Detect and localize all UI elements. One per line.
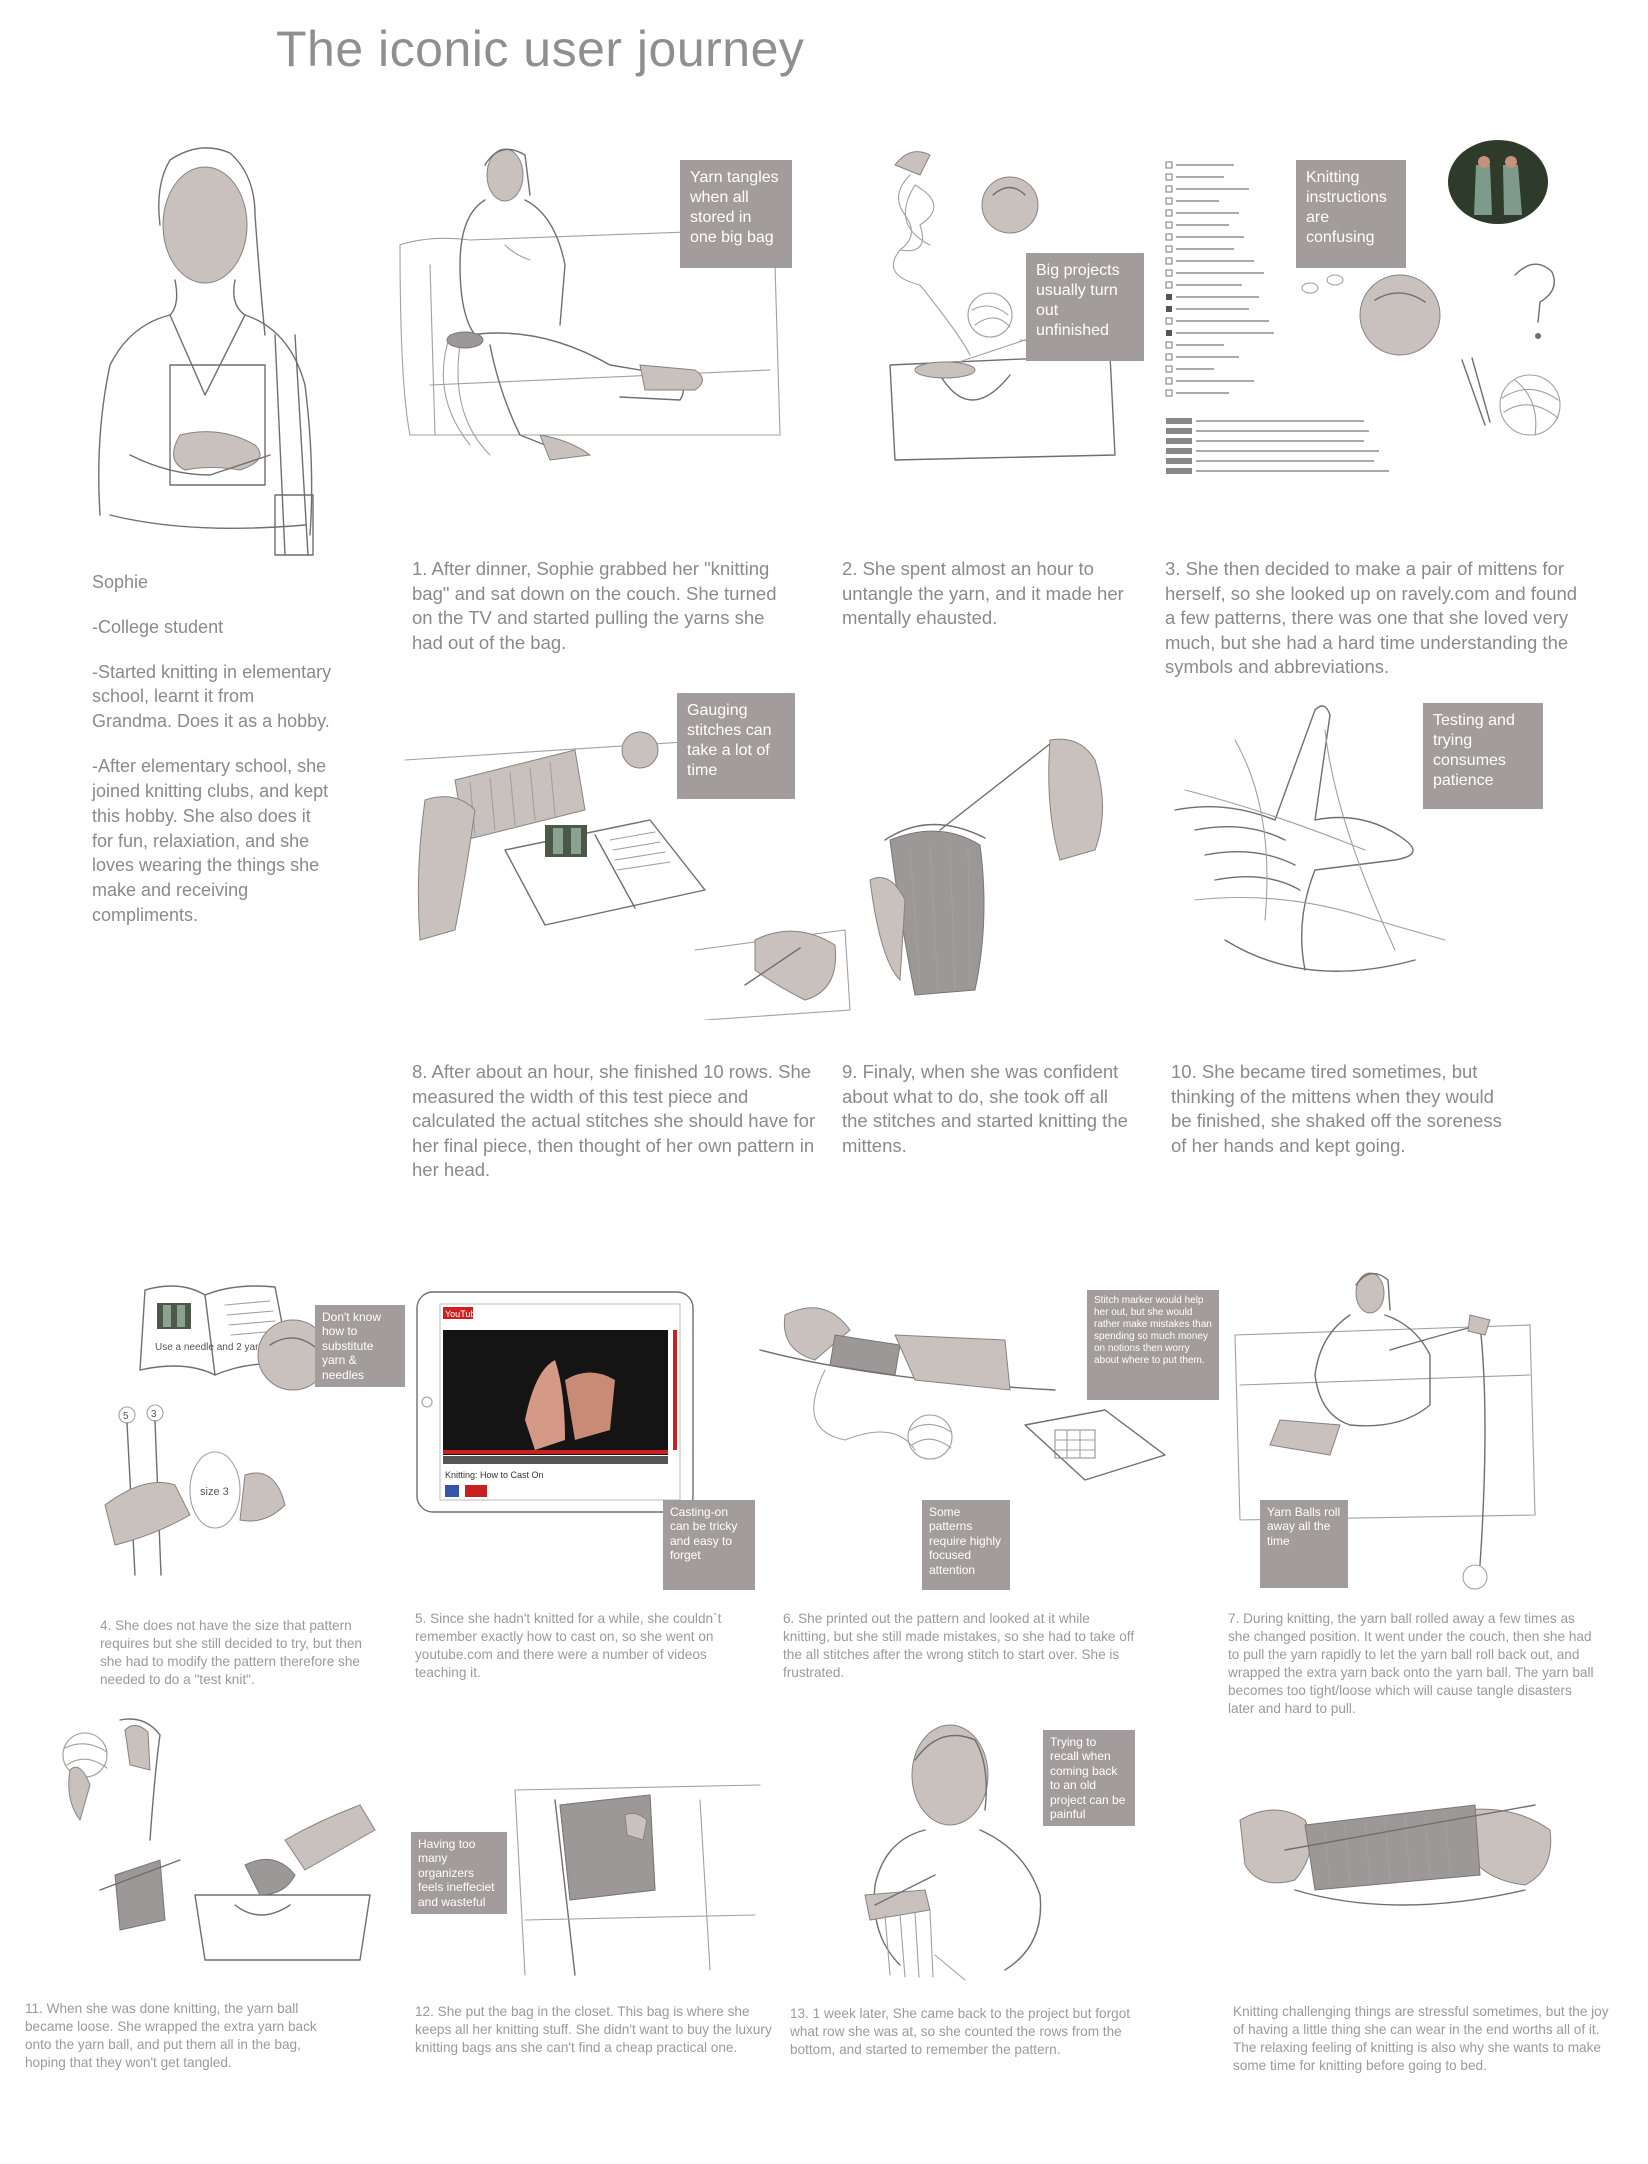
step-4-caption: 4. She does not have the size that patte… [100, 1618, 362, 1688]
illustration-mittens-photo [1448, 140, 1548, 225]
step-11-caption: 11. When she was done knitting, the yarn… [25, 2001, 317, 2071]
illustration-youtube-tablet: YouTube Knitting: How to Cast On [415, 1290, 695, 1515]
illustration-couch [390, 135, 790, 475]
needle-size-right: 3 [151, 1409, 157, 1420]
illustration-counting-rows [845, 1715, 1055, 1985]
illustration-knitting-mitten [860, 720, 1130, 1010]
illustration-book-needles: Use a needle and 2 yarn 5 3 size 3 [95, 1275, 405, 1580]
step-1-caption: 1. After dinner, Sophie grabbed her "kni… [412, 558, 777, 653]
page-title: The iconic user journey [276, 21, 805, 77]
step-6-caption: 6. She printed out the pattern and looke… [783, 1611, 1135, 1681]
persona-name: Sophie [92, 572, 149, 592]
step-10-caption: 10. She became tired sometimes, but thin… [1171, 1061, 1502, 1156]
book-note-text: Use a needle and 2 yarn [155, 1342, 264, 1353]
illustration-printed-pattern [755, 1280, 1175, 1510]
illustration-thinking-face [1290, 250, 1580, 450]
illustration-tired-hands [1165, 690, 1465, 990]
painpoint-casting-on: Casting-on can be tricky and easy to for… [663, 1500, 755, 1590]
step-7-caption: 7. During knitting, the yarn ball rolled… [1228, 1611, 1594, 1717]
painpoint-big-projects: Big projects usually turn out unfinished [1026, 253, 1144, 361]
persona-role: -College student [92, 616, 224, 637]
persona-background: -Started knitting in elementary school, … [92, 661, 332, 732]
persona-clubs: -After elementary school, she joined kni… [92, 756, 329, 926]
painpoint-dont-know: Don't know how to substitute yarn & need… [315, 1305, 405, 1387]
step-8-caption: 8. After about an hour, she finished 10 … [412, 1061, 816, 1181]
illustration-yarn-roll-away [1230, 1265, 1580, 1595]
step-3-caption: 3. She then decided to make a pair of mi… [1165, 558, 1578, 678]
illustration-wrap-yarn-bag [60, 1710, 390, 1965]
painpoint-stitch-marker: Stitch marker would help her out, but sh… [1087, 1290, 1219, 1400]
painpoint-patterns-focus: Some patterns require highly focused att… [922, 1500, 1010, 1590]
illustration-gauging [395, 700, 855, 1020]
video-title: Knitting: How to Cast On [445, 1470, 544, 1480]
illustration-closet [485, 1780, 765, 1980]
closing-caption: Knitting challenging things are stressfu… [1233, 2004, 1609, 2074]
video-brand: YouTube [445, 1309, 480, 1319]
painpoint-gauging: Gauging stitches can take a lot of time [677, 693, 795, 799]
step-5-caption: 5. Since she hadn't knitted for a while,… [415, 1611, 722, 1681]
illustration-knitting-hands [1235, 1780, 1565, 1930]
step-9-caption: 9. Finaly, when she was confident about … [842, 1061, 1128, 1156]
step-12-caption: 12. She put the bag in the closet. This … [415, 2004, 772, 2056]
illustration-pattern-instructions [1164, 160, 1394, 480]
step-13-caption: 13. 1 week later, She came back to the p… [790, 2006, 1131, 2058]
face-blank [162, 166, 248, 284]
painpoint-yarn-balls: Yarn Balls roll away all the time [1260, 1500, 1348, 1588]
illustration-untangle [860, 135, 1140, 475]
painpoint-instructions: Knitting instructions are confusing [1296, 160, 1406, 268]
painpoint-testing: Testing and trying consumes patience [1423, 703, 1543, 809]
painpoint-yarn-tangles: Yarn tangles when all stored in one big … [680, 160, 792, 268]
painpoint-recall: Trying to recall when coming back to an … [1043, 1730, 1135, 1826]
sophie-portrait [70, 135, 340, 565]
step-2-caption: 2. She spent almost an hour to untangle … [842, 558, 1124, 629]
needle-size-left: 5 [123, 1411, 129, 1422]
yarn-label: size 3 [200, 1486, 229, 1498]
painpoint-organizers: Having too many organizers feels ineffec… [411, 1832, 507, 1914]
